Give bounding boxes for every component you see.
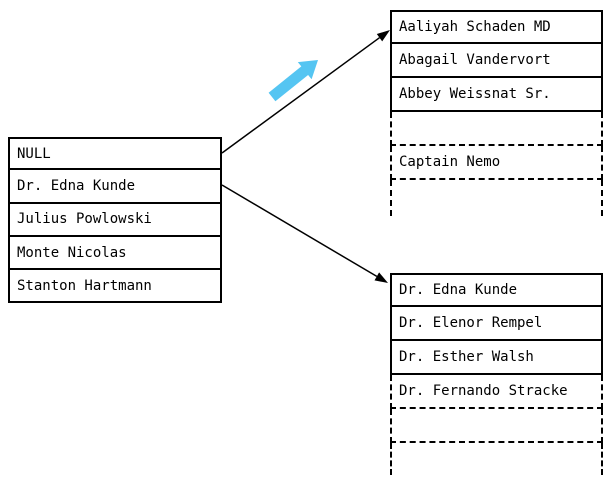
table-row: Captain Nemo [390,146,603,180]
cell-label: Julius Powlowski [17,211,152,228]
table-row: Dr. Fernando Stracke [390,375,603,409]
cell-label: Dr. Fernando Stracke [399,383,568,399]
table-row: Dr. Esther Walsh [390,341,603,375]
table-row: Aaliyah Schaden MD [390,10,603,44]
cell-label: Dr. Elenor Rempel [399,315,543,331]
cell-label: Dr. Edna Kunde [17,177,136,194]
arrowhead-list-a-icon [376,30,390,42]
table-row-empty [390,443,603,475]
target-list-b-table: Dr. Edna Kunde Dr. Elenor Rempel Dr. Est… [390,273,603,475]
table-row: Dr. Edna Kunde [390,273,603,307]
table-row-empty [390,112,603,146]
table-row-empty [390,180,603,216]
table-row-empty [390,409,603,443]
cell-label: Abbey Weissnat Sr. [399,86,551,102]
table-row: Dr. Elenor Rempel [390,307,603,341]
cell-label: Abagail Vandervort [399,52,551,68]
target-list-a-table: Aaliyah Schaden MD Abagail Vandervort Ab… [390,10,603,216]
arrowhead-list-b-icon [374,272,388,283]
table-row: Stanton Hartmann [8,270,222,304]
cell-label: Monte Nicolas [17,244,127,261]
table-row: Julius Powlowski [8,203,222,237]
table-row: Dr. Edna Kunde [8,170,222,204]
cell-label: NULL [17,145,51,162]
pointer-line-null-to-list-a [221,37,380,154]
cell-label: Captain Nemo [399,154,501,170]
cell-label: Dr. Esther Walsh [399,349,534,365]
table-row: NULL [8,137,222,171]
table-row: Monte Nicolas [8,236,222,271]
cell-label: Stanton Hartmann [17,277,152,294]
source-list-table: NULL Dr. Edna Kunde Julius Powlowski Mon… [8,137,222,304]
table-row: Abbey Weissnat Sr. [390,78,603,112]
highlight-arrow-icon [268,60,318,102]
pointer-line-edna-to-list-b [221,184,378,278]
cell-label: Aaliyah Schaden MD [399,19,551,35]
cell-label: Dr. Edna Kunde [399,282,518,298]
table-row: Abagail Vandervort [390,44,603,78]
